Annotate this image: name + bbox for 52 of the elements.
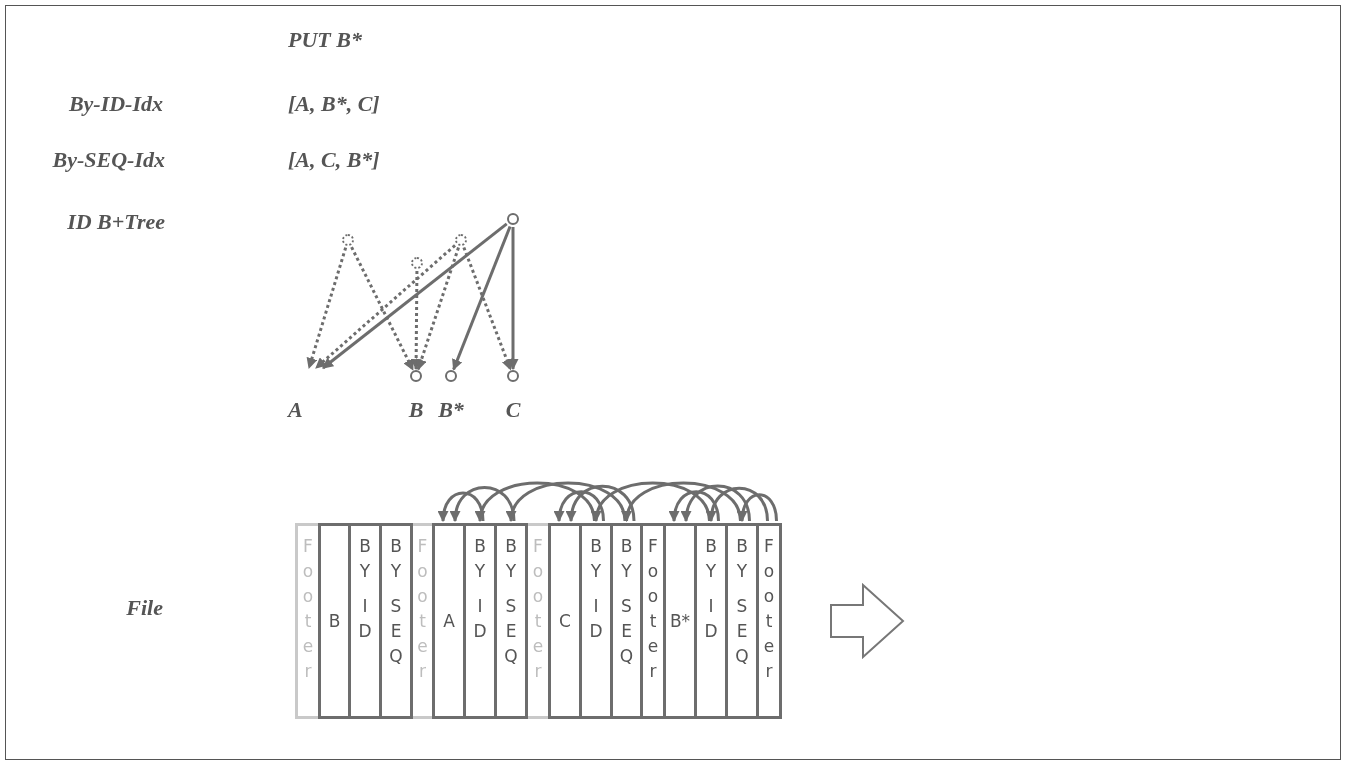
data-block: A <box>432 523 466 719</box>
row-label: By-ID-Idx <box>68 91 163 117</box>
dashed-arrow <box>462 246 513 371</box>
index-block: BY SEQ <box>494 523 528 719</box>
tree-node <box>445 370 457 382</box>
row-label: [A, C, B*] <box>288 147 380 173</box>
footer-block: Footer <box>756 523 782 719</box>
arrow <box>322 222 508 370</box>
tree-node <box>507 370 519 382</box>
index-block: BY ID <box>579 523 613 719</box>
dashed-arrow <box>350 246 415 371</box>
arrow <box>566 484 636 523</box>
arrow <box>737 493 778 523</box>
old-tree-node <box>342 234 354 246</box>
tree-node <box>507 213 519 225</box>
row-label: ID B+Tree <box>67 209 165 235</box>
dashed-arrow <box>410 271 422 371</box>
arrow <box>438 491 485 523</box>
arrow <box>592 481 711 523</box>
data-block: B* <box>663 523 697 719</box>
arrow <box>476 481 596 523</box>
row-label: [A, B*, C] <box>288 91 380 117</box>
arrow <box>669 490 720 523</box>
arrow <box>452 225 512 371</box>
arrow <box>507 227 519 371</box>
arrow <box>681 484 751 523</box>
footer-block: Footer <box>640 523 666 719</box>
row-label: By-SEQ-Idx <box>52 147 165 173</box>
index-block: BY ID <box>348 523 382 719</box>
leaf-label: A <box>288 368 344 423</box>
index-block: BY ID <box>694 523 728 719</box>
arrow <box>623 481 742 523</box>
dashed-arrow <box>306 247 348 370</box>
index-block: BY SEQ <box>379 523 413 719</box>
leaf-label: B* <box>438 397 464 423</box>
row-label: File <box>126 595 163 621</box>
arrow <box>554 490 605 523</box>
arrow <box>706 486 769 523</box>
arrow <box>507 481 627 523</box>
leaf-label: B <box>408 397 424 423</box>
dashed-arrow <box>416 247 460 371</box>
row-label: PUT B* <box>288 27 362 53</box>
old-tree-node <box>411 257 423 269</box>
index-block: BY SEQ <box>725 523 759 719</box>
dashed-arrow <box>315 244 456 370</box>
arrow <box>450 485 516 523</box>
data-block: C <box>548 523 582 719</box>
tree-node <box>410 370 422 382</box>
leaf-label: C <box>505 397 521 423</box>
index-block: BY ID <box>463 523 497 719</box>
old-tree-node <box>455 234 467 246</box>
footer-block: Footer <box>295 523 321 719</box>
